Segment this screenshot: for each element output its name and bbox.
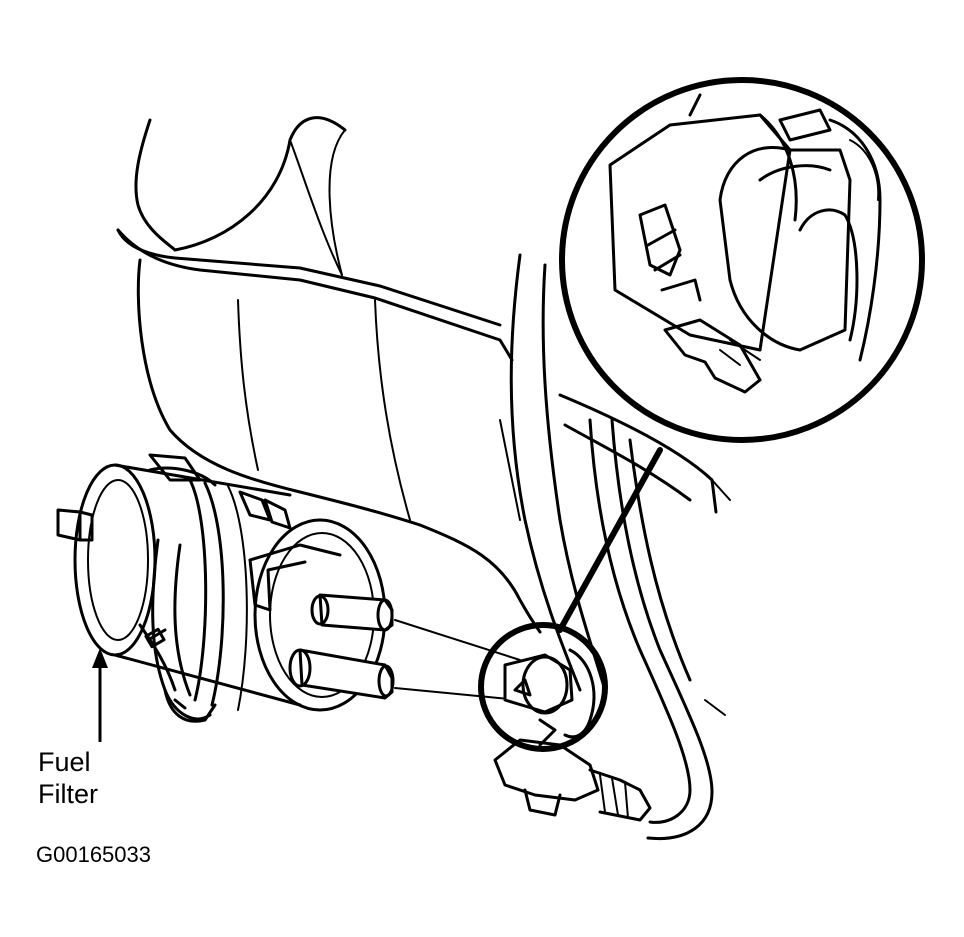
- magnified-detail-inset: [559, 77, 925, 443]
- fuel-lines: [509, 253, 726, 841]
- fuel-filter-label-line1: Fuel: [38, 747, 91, 777]
- fuel-filter: [56, 453, 521, 723]
- magnify-leader-line: [557, 447, 663, 633]
- quick-connect-fitting: [478, 622, 652, 822]
- figure-id: G00165033: [36, 842, 151, 867]
- fuel-filter-label-line2: Filter: [38, 779, 98, 809]
- tank-outline: [116, 116, 731, 634]
- callout-arrow: [92, 648, 108, 742]
- fuel-filter-label: Fuel Filter: [38, 746, 98, 810]
